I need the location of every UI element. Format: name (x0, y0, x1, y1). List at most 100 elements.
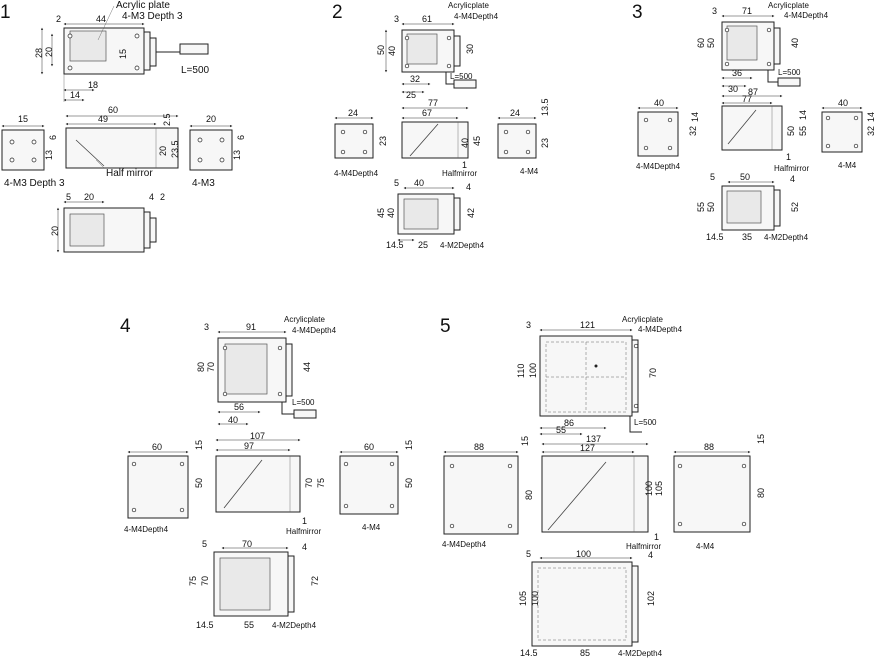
label-tap-depth: 4-M4Depth4 (454, 12, 499, 21)
dim-height-2: 45 (472, 136, 482, 146)
mount-hole (222, 391, 228, 397)
dim-height-inner: 100 (528, 363, 538, 378)
dim-length: 60 (108, 105, 118, 115)
dim-offset-b: 14 (70, 90, 80, 100)
left-view: 60 15 50 4-M4Depth4 (124, 440, 204, 534)
dim-length: 107 (250, 431, 265, 441)
dim-thickness: 14 (866, 112, 876, 122)
dim-offset: 5 (202, 539, 207, 549)
label-half-mirror: Halfmirror (442, 169, 477, 178)
dim-side-height: 102 (646, 591, 656, 606)
right-view: 40 14 32 4-M4 (821, 98, 876, 170)
dim-offset-a: 56 (234, 402, 244, 412)
front-view: 137 127 100 105 15 1 Halfmirror (520, 434, 664, 551)
label-tap-depth: 4-M4Depth4 (292, 326, 337, 335)
tap-hole (31, 157, 37, 163)
dim-height-inner: 20 (44, 47, 54, 57)
unit-number: 4 (120, 316, 131, 337)
tap-hole (449, 523, 455, 529)
dim-width: 61 (422, 14, 432, 24)
label-acrylic-plate: Acrylicplate (448, 1, 489, 10)
dim-width: 40 (414, 178, 424, 188)
dim-foot: 1 (462, 160, 467, 170)
label-cable-length: L=500 (778, 68, 801, 77)
top-view: 61 3 50 40 30 32 25 Acrylicplate 4-M4Dep… (376, 1, 499, 100)
tap-hole (449, 463, 455, 469)
unit-3-drawing: 3 71 3 60 50 40 36 30 Acrylicplate 4-M4D… (632, 1, 876, 242)
dim-height-2: 23.5 (170, 140, 180, 158)
unit-2-drawing: 2 61 3 50 40 30 32 25 Acrylicplate 4-M4D… (332, 1, 550, 250)
dim-foot: 1 (302, 516, 307, 526)
mount-hole (67, 33, 73, 39)
dim-height-1: 50 (786, 126, 796, 136)
dim-foot: 1 (654, 532, 659, 542)
dim-height-1: 20 (158, 146, 168, 156)
dim-side: 4 (790, 174, 795, 184)
dim-height: 20 (50, 226, 60, 236)
mount-hole (134, 33, 140, 39)
tap-hole (503, 129, 509, 135)
dim-width: 24 (510, 108, 520, 118)
dim-width: 44 (96, 14, 106, 24)
dim-height-inner: 70 (200, 576, 210, 586)
tap-hole (525, 129, 531, 135)
dim-width: 100 (576, 549, 591, 559)
label-tap-depth: 4-M3 Depth 3 (122, 11, 183, 22)
dim-height-2: 55 (798, 126, 808, 136)
dim-offset: 5 (66, 192, 71, 202)
dim-height-outer: 60 (696, 38, 706, 48)
label-cable-length: L=500 (634, 418, 657, 427)
dim-inner-length: 49 (98, 114, 108, 124)
unit-number: 5 (440, 316, 451, 337)
tap-hole (389, 461, 395, 467)
dim-offset-a: 14.5 (706, 232, 724, 242)
dim-height-outer: 55 (696, 202, 706, 212)
dim-offset-b: 55 (244, 620, 254, 630)
dim-width: 60 (152, 442, 162, 452)
dim-inner-length: 127 (580, 443, 595, 453)
dim-width: 20 (84, 192, 94, 202)
tap-hole (9, 139, 15, 145)
tap-hole (31, 139, 37, 145)
label-tap-depth: 4-M4Depth4 (334, 169, 379, 178)
label-tap: 4-M4 (520, 167, 539, 176)
mount-hole (134, 65, 140, 71)
label-tap-depth: 4-M4Depth4 (784, 11, 829, 20)
label-tap-depth: 4-M4Depth4 (636, 162, 681, 171)
tap-hole (741, 463, 747, 469)
mount-hole (404, 63, 410, 69)
tap-hole (362, 129, 368, 135)
mount-hole (222, 345, 228, 351)
dim-length: 87 (748, 87, 758, 97)
mount-hole (766, 27, 772, 33)
mount-hole (633, 403, 639, 409)
dim-height: 32 (688, 126, 698, 136)
tap-hole (507, 523, 513, 529)
dim-offset-b: 85 (580, 648, 590, 658)
tap-hole (343, 503, 349, 509)
dim-height: 13 (44, 150, 54, 160)
dim-side: 4 (302, 542, 307, 552)
dim-offset-b: 25 (418, 240, 428, 250)
bottom-view: 50 5 4 55 50 52 14.5 35 4-M2Depth4 (696, 172, 809, 242)
dim-height-outer: 28 (34, 48, 44, 58)
label-tap-depth: 4-M3 Depth 3 (4, 178, 65, 189)
dim-width: 50 (740, 172, 750, 182)
mount-hole (766, 61, 772, 67)
tap-hole (741, 521, 747, 527)
unit-number: 3 (632, 2, 643, 23)
label-acrylic-plate: Acrylic plate (116, 0, 170, 11)
dim-offset-a: 14.5 (386, 240, 404, 250)
tap-hole (853, 143, 859, 149)
dim-side: 70 (648, 368, 658, 378)
tap-hole (9, 157, 15, 163)
tap-hole (179, 507, 185, 513)
dim-offset-b: 35 (742, 232, 752, 242)
tap-hole (389, 503, 395, 509)
dim-gap: 3 (712, 6, 717, 16)
dim-side-2: 2 (160, 192, 165, 202)
dim-height: 50 (404, 478, 414, 488)
bottom-view: 40 5 4 45 40 42 14.5 25 4-M2Depth4 (376, 178, 485, 250)
dim-width: 71 (742, 6, 752, 16)
tap-hole (677, 463, 683, 469)
